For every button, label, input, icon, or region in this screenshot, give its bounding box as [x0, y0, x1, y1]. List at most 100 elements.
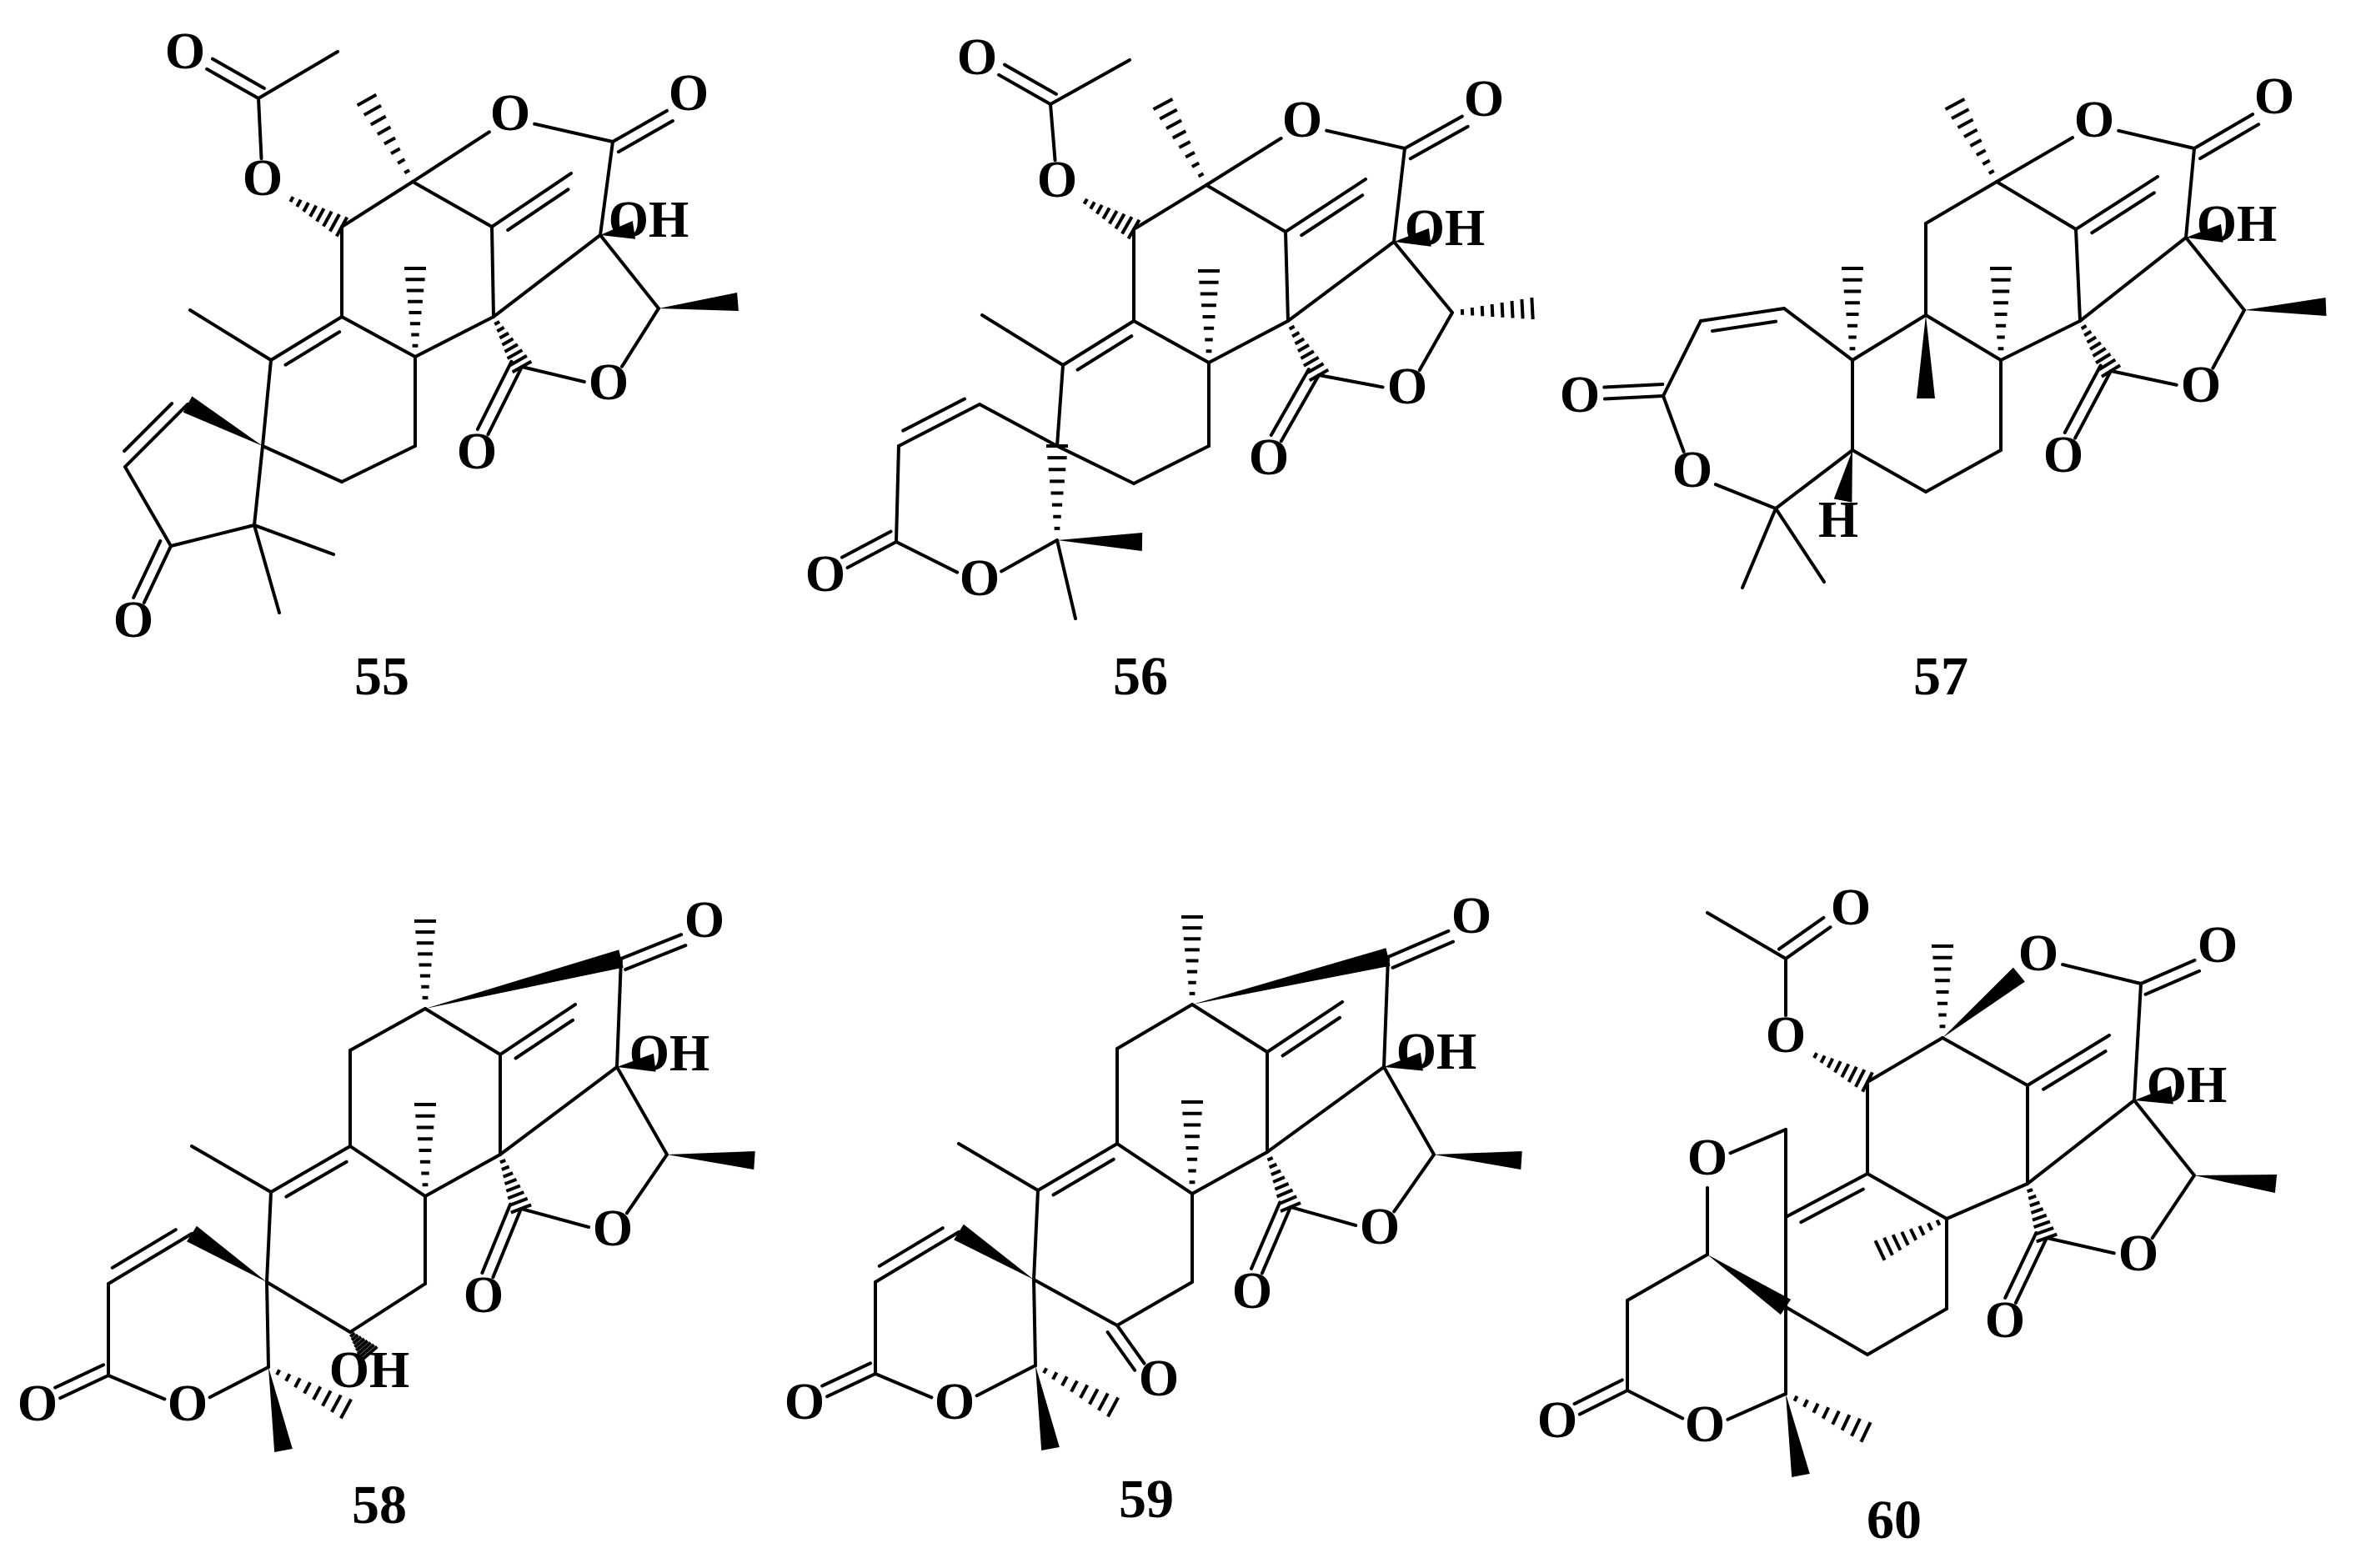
single-bond: [957, 1142, 1040, 1192]
oxygen-label: O: [2043, 427, 2083, 483]
hash-stroke: [1882, 1236, 1894, 1256]
hash-bond: [1046, 444, 1068, 530]
hash-stroke: [1300, 349, 1315, 360]
single-bond: [1392, 1153, 1436, 1214]
hash-stroke: [293, 1377, 302, 1389]
single-bond: [1132, 319, 1211, 364]
single-bond: [1999, 319, 2082, 362]
single-bond: [1115, 1142, 1194, 1195]
single-bond: [188, 308, 273, 362]
wedge-bond: [187, 1225, 267, 1282]
oxygen-label: O: [1560, 367, 1600, 423]
hash-stroke: [390, 147, 401, 155]
single-bond: [257, 97, 263, 161]
hash-bond: [356, 93, 411, 175]
single-bond: [348, 1145, 427, 1198]
double-bond-inner: [1051, 1157, 1115, 1197]
hash-stroke: [308, 204, 318, 218]
double-bond: [1403, 114, 1464, 150]
double-bond: [499, 1003, 577, 1056]
single-bond: [1032, 1278, 1119, 1327]
double-bond-inner: [1572, 1378, 1624, 1406]
hash-bond: [1990, 267, 2012, 351]
single-bond: [624, 1153, 669, 1215]
wedge-bond: [425, 949, 624, 1009]
oxygen-label: O: [593, 1200, 633, 1257]
single-bond: [2184, 147, 2196, 239]
hash-stroke: [1927, 1222, 1933, 1231]
single-bond: [340, 444, 417, 483]
compound-number: 58: [352, 1475, 407, 1535]
oxygen-label: O: [1537, 1392, 1577, 1449]
wedge-bond: [2186, 223, 2223, 243]
single-bond: [1000, 539, 1059, 574]
hash-stroke: [2086, 335, 2098, 344]
single-bond: [1866, 1036, 1944, 1084]
single-bond: [490, 225, 495, 318]
double-bond-inner: [1105, 1330, 1137, 1372]
hash-stroke: [1288, 324, 1296, 331]
hash-bond: [1944, 98, 1995, 175]
double-bond: [845, 540, 898, 569]
hash-stroke: [2094, 352, 2112, 365]
oxygen-label: O: [2118, 1225, 2158, 1282]
oxygen-label: O: [1139, 1350, 1179, 1407]
single-bond: [980, 313, 1065, 367]
double-bond: [491, 1207, 523, 1280]
single-bond: [424, 1007, 502, 1056]
hydroxyl-label: OH: [1405, 200, 1485, 257]
hash-stroke: [2030, 1207, 2044, 1215]
double-bond-inner: [2143, 969, 2202, 996]
hash-stroke: [1520, 298, 1525, 319]
single-bond: [414, 315, 495, 358]
hash-stroke: [504, 343, 519, 353]
hash-stroke: [509, 354, 528, 367]
hash-stroke: [2032, 1213, 2048, 1222]
double-bond: [1784, 925, 1832, 960]
hash-bond: [288, 196, 348, 238]
single-bond: [2109, 369, 2178, 387]
hash-stroke: [1792, 1395, 1799, 1402]
hash-stroke: [288, 196, 295, 203]
hash-stroke: [510, 1203, 532, 1215]
hash-stroke: [1171, 129, 1187, 140]
double-bond: [1602, 394, 1665, 401]
hash-stroke: [397, 158, 406, 165]
hash-bond: [275, 1369, 353, 1420]
hash-stroke: [499, 1159, 506, 1165]
single-bond: [615, 1065, 669, 1156]
double-bond-inner: [840, 529, 893, 559]
single-bond: [169, 524, 256, 548]
hash-bond: [499, 1159, 532, 1215]
single-bond: [261, 444, 343, 483]
hash-bond: [1460, 297, 1535, 320]
hash-stroke: [350, 1333, 359, 1342]
hash-stroke: [1308, 368, 1330, 383]
single-bond: [1115, 1003, 1194, 1050]
single-bond: [348, 1007, 427, 1052]
oxygen-label: O: [1037, 152, 1077, 208]
single-bond: [265, 1280, 270, 1369]
double-bond: [1061, 319, 1135, 367]
single-bond: [411, 130, 491, 183]
single-bond: [1713, 483, 1777, 510]
hash-stroke: [499, 331, 510, 340]
single-bond: [265, 1280, 352, 1334]
hash-stroke: [507, 1190, 525, 1200]
single-bond: [253, 444, 264, 527]
single-bond: [1191, 1003, 1269, 1054]
double-bond: [825, 1372, 877, 1399]
double-bond-inner: [2090, 191, 2156, 235]
compound-number: 56: [1113, 646, 1168, 707]
hash-stroke: [501, 1165, 510, 1171]
compound-number: 57: [1913, 646, 1968, 707]
double-bond-inner: [901, 397, 966, 433]
hash-stroke: [2027, 1188, 2033, 1194]
hash-stroke: [353, 1337, 366, 1349]
wedge-bond: [1057, 533, 1143, 551]
oxygen-label: O: [18, 1375, 58, 1432]
single-bond: [1191, 1150, 1269, 1195]
hash-stroke: [1197, 172, 1205, 178]
